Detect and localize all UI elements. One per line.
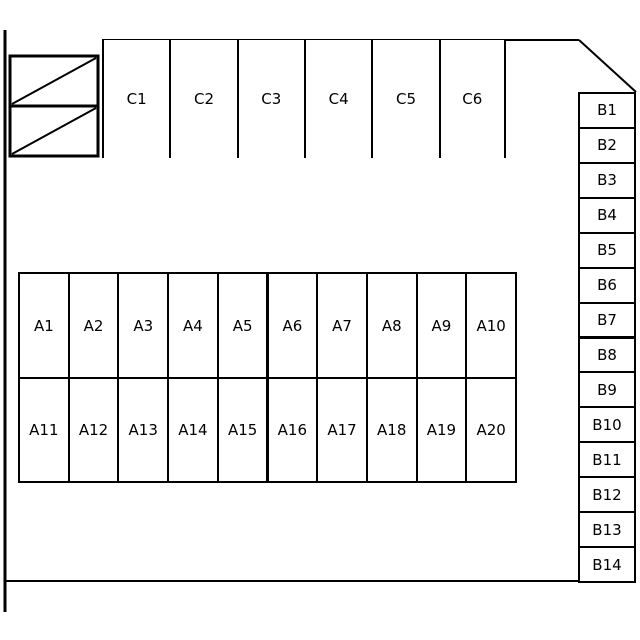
parking-space-a11[interactable]: A11 — [18, 377, 70, 483]
parking-space-b12[interactable]: B12 — [578, 476, 636, 514]
parking-space-a14[interactable]: A14 — [167, 377, 219, 483]
parking-space-a19[interactable]: A19 — [415, 377, 468, 483]
parking-space-b14[interactable]: B14 — [578, 546, 636, 583]
parking-space-a8[interactable]: A8 — [365, 272, 418, 379]
corner-wall — [578, 39, 637, 93]
parking-space-a1[interactable]: A1 — [18, 272, 70, 379]
parking-space-a15[interactable]: A15 — [216, 377, 269, 483]
parking-space-b8[interactable]: B8 — [578, 336, 636, 374]
parking-space-a20[interactable]: A20 — [465, 377, 517, 483]
parking-space-a12[interactable]: A12 — [67, 377, 120, 483]
parking-space-a5[interactable]: A5 — [216, 272, 269, 379]
parking-space-b6[interactable]: B6 — [578, 266, 636, 304]
parking-space-a10[interactable]: A10 — [465, 272, 517, 379]
parking-space-a6[interactable]: A6 — [266, 272, 319, 379]
parking-space-a2[interactable]: A2 — [67, 272, 120, 379]
parking-space-b1[interactable]: B1 — [578, 92, 636, 129]
parking-space-c5[interactable]: C5 — [371, 40, 441, 158]
blocked-space — [8, 104, 100, 158]
parking-space-b13[interactable]: B13 — [578, 511, 636, 549]
parking-space-b9[interactable]: B9 — [578, 371, 636, 409]
parking-space-b3[interactable]: B3 — [578, 161, 636, 199]
parking-space-b5[interactable]: B5 — [578, 231, 636, 269]
parking-space-a3[interactable]: A3 — [117, 272, 170, 379]
parking-space-b11[interactable]: B11 — [578, 441, 636, 479]
parking-space-c6[interactable]: C6 — [438, 40, 506, 158]
parking-space-a4[interactable]: A4 — [167, 272, 219, 379]
parking-space-b10[interactable]: B10 — [578, 406, 636, 444]
parking-space-c1[interactable]: C1 — [102, 40, 172, 158]
blocked-diagonal — [11, 57, 97, 105]
parking-space-a7[interactable]: A7 — [316, 272, 368, 379]
parking-space-c2[interactable]: C2 — [169, 40, 239, 158]
parking-space-a18[interactable]: A18 — [365, 377, 418, 483]
parking-space-a13[interactable]: A13 — [117, 377, 170, 483]
parking-space-b4[interactable]: B4 — [578, 196, 636, 234]
parking-space-c3[interactable]: C3 — [236, 40, 306, 158]
parking-space-c4[interactable]: C4 — [304, 40, 374, 158]
blocked-spaces — [8, 54, 100, 158]
parking-space-b2[interactable]: B2 — [578, 126, 636, 164]
parking-space-b7[interactable]: B7 — [578, 301, 636, 339]
blocked-diagonal — [11, 107, 97, 155]
parking-space-a16[interactable]: A16 — [266, 377, 319, 483]
parking-space-a17[interactable]: A17 — [316, 377, 368, 483]
parking-space-a9[interactable]: A9 — [415, 272, 468, 379]
